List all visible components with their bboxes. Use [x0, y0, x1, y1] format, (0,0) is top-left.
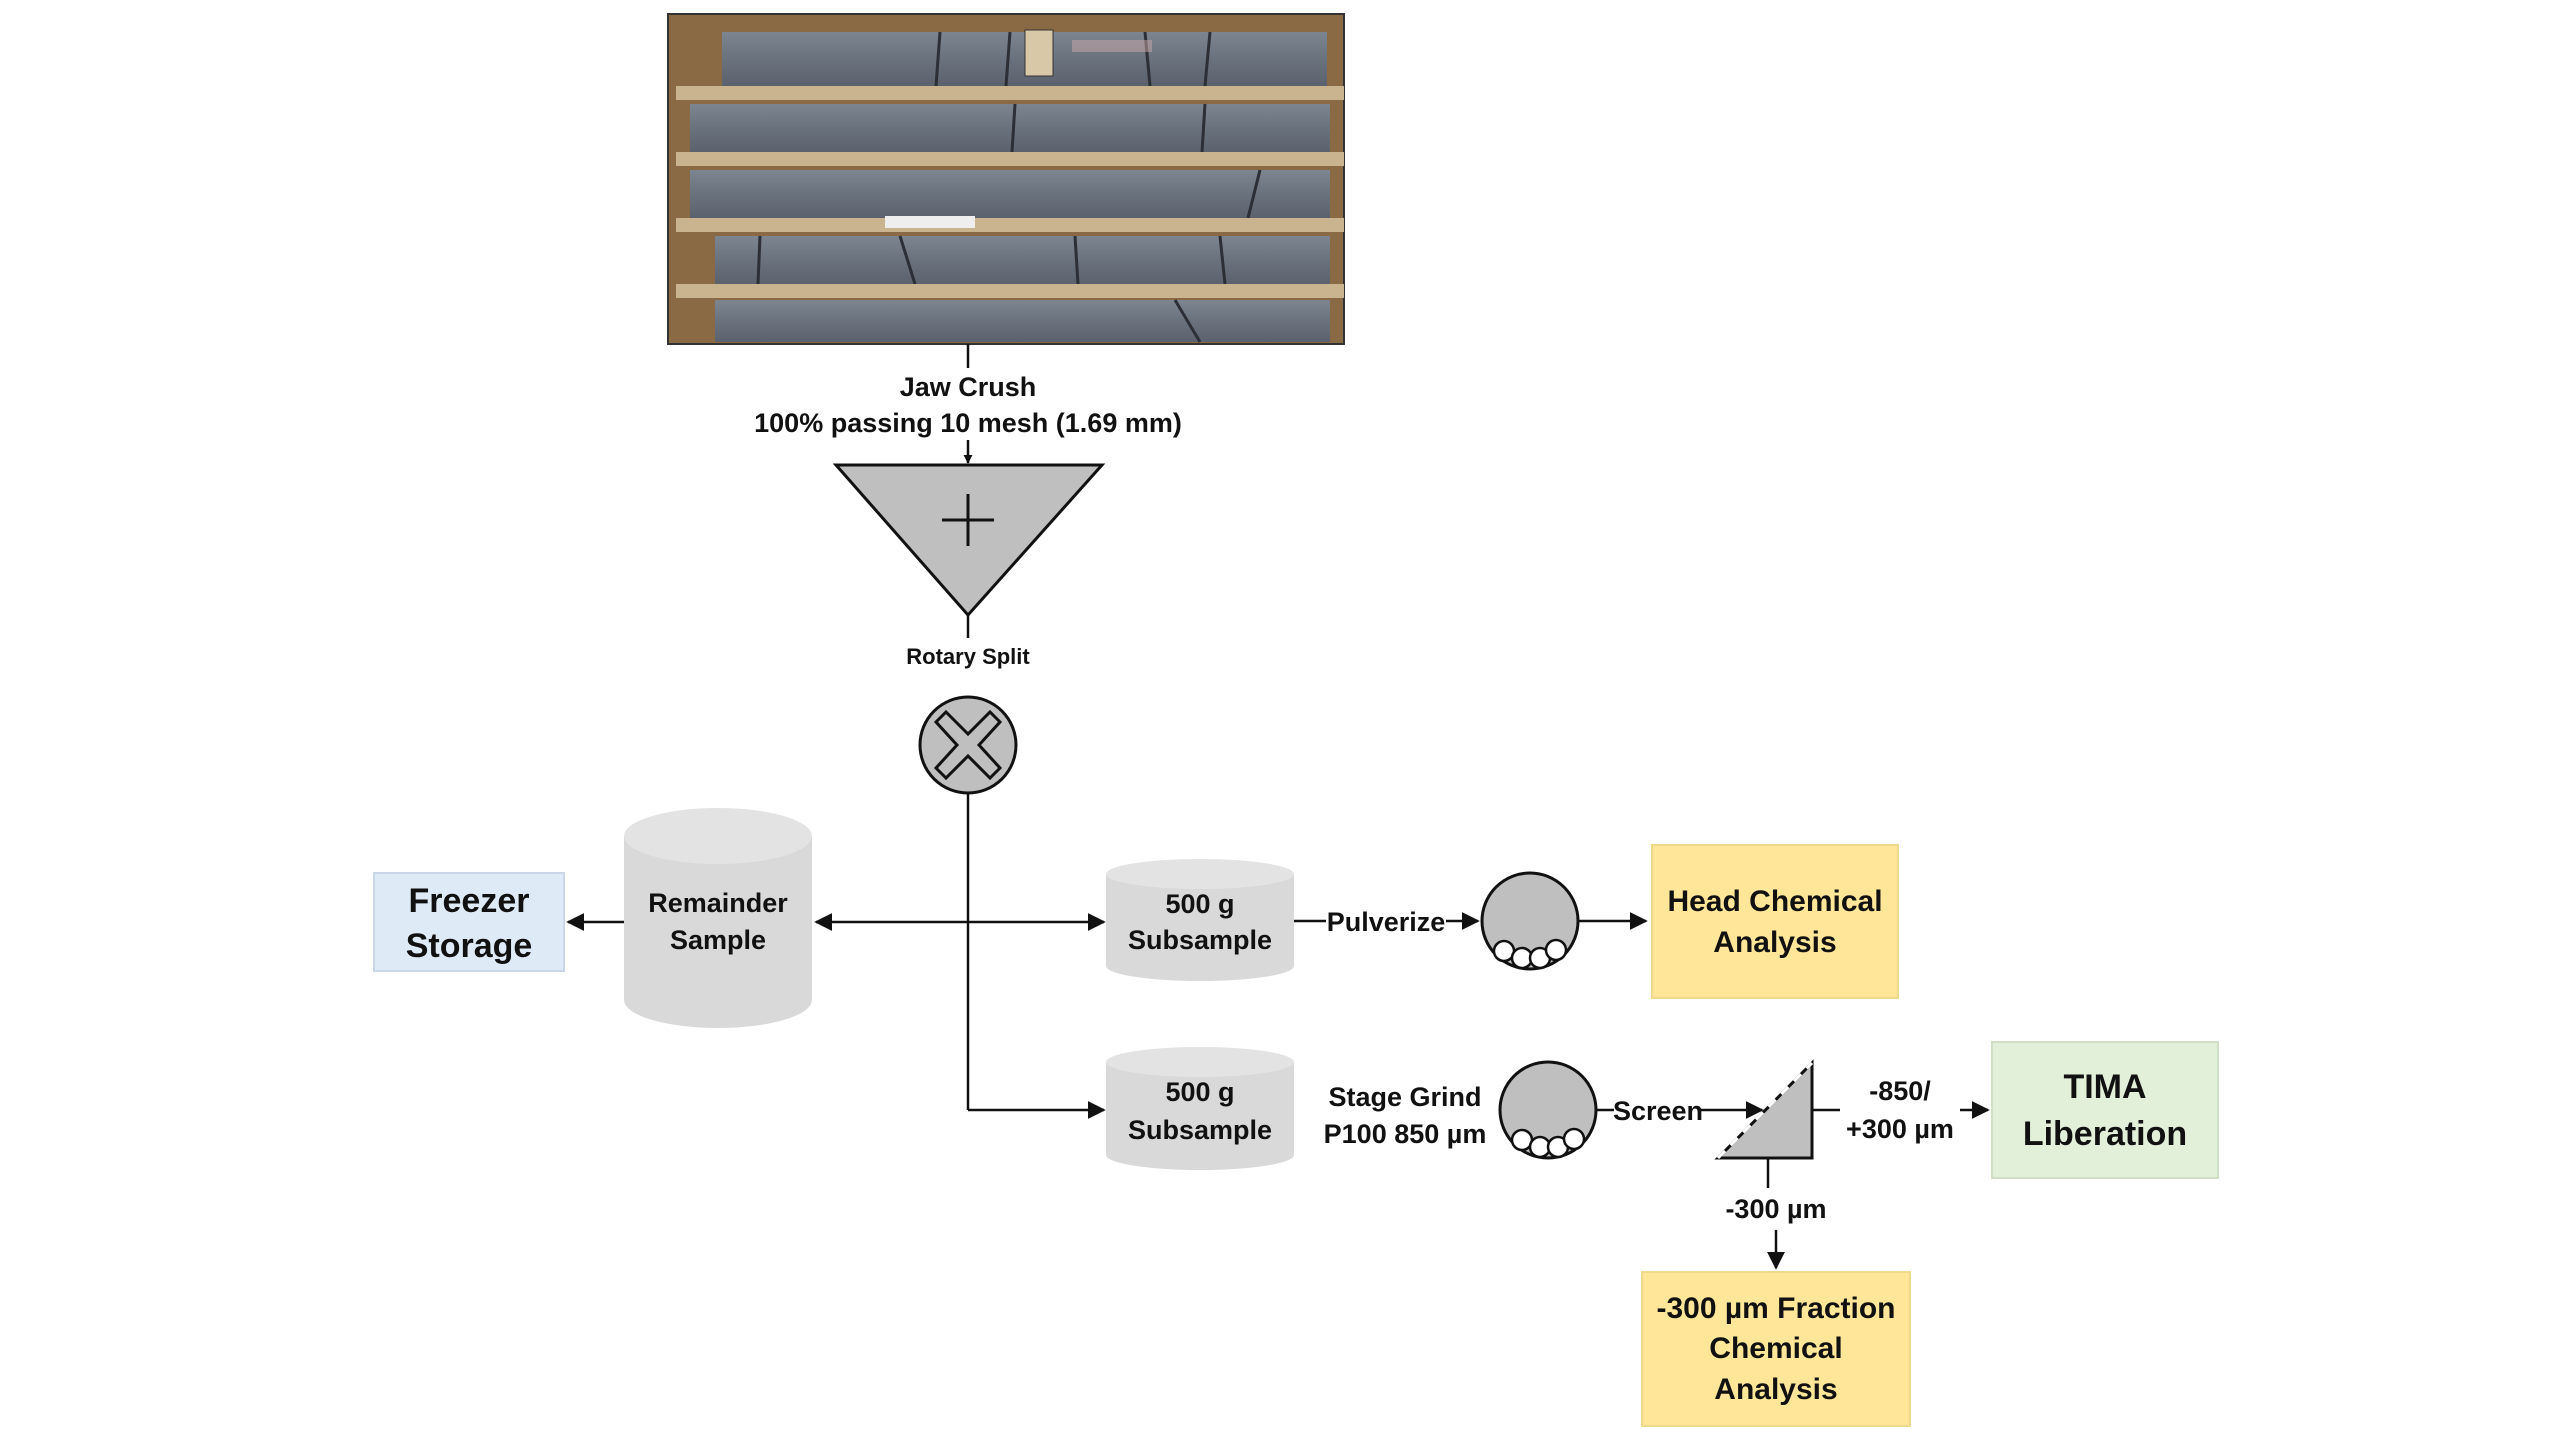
freezer-storage-box: Freezer Storage — [373, 872, 565, 972]
stage-grind-label-2: P100 850 µm — [1324, 1119, 1487, 1149]
screen-label: Screen — [1613, 1096, 1703, 1126]
subsample-bottom-label-1: 500 g — [1165, 1077, 1234, 1107]
freezer-label-1: Freezer — [409, 882, 530, 920]
head-chem-label-2: Analysis — [1713, 926, 1836, 959]
jaw-crush-spec: 100% passing 10 mesh (1.69 mm) — [754, 408, 1182, 438]
subsample-top-label-1: 500 g — [1165, 889, 1234, 919]
core-row — [715, 235, 1330, 285]
pulverizer-mill-symbol — [1480, 871, 1580, 971]
fine-fraction-chemical-analysis-box: -300 µm Fraction Chemical Analysis — [1641, 1271, 1911, 1427]
subsample-bottom-cylinder: 500 g Subsample — [1106, 1047, 1294, 1170]
tima-label-2: Liberation — [2023, 1115, 2187, 1153]
freezer-label-2: Storage — [406, 927, 533, 965]
pulverize-label: Pulverize — [1327, 907, 1446, 937]
head-chem-label-1: Head Chemical — [1667, 885, 1882, 918]
subsample-top-label-2: Subsample — [1128, 925, 1272, 955]
core-row — [690, 169, 1330, 219]
core-row — [715, 299, 1330, 343]
core-row — [690, 103, 1330, 153]
grinding-mill-symbol — [1498, 1060, 1598, 1160]
cone-crusher-symbol — [832, 463, 1106, 618]
fine-chem-label-2: Chemical — [1709, 1332, 1842, 1365]
coarse-fraction-label-2: +300 µm — [1846, 1114, 1954, 1144]
fine-chem-label-1: -300 µm Fraction — [1656, 1292, 1895, 1325]
tima-label-1: TIMA — [2063, 1068, 2146, 1106]
rotary-splitter-symbol — [918, 695, 1018, 795]
remainder-sample-cylinder: Remainder Sample — [624, 808, 812, 1028]
head-chemical-analysis-box: Head Chemical Analysis — [1651, 844, 1899, 999]
subsample-top-cylinder: 500 g Subsample — [1106, 859, 1294, 981]
remainder-label-1: Remainder — [648, 888, 788, 918]
stage-grind-label-1: Stage Grind — [1328, 1082, 1481, 1112]
subsample-bottom-label-2: Subsample — [1128, 1115, 1272, 1145]
remainder-label-2: Sample — [670, 925, 766, 955]
coarse-fraction-label-1: -850/ — [1869, 1076, 1931, 1106]
fine-chem-label-3: Analysis — [1714, 1373, 1837, 1406]
tima-liberation-box: TIMA Liberation — [1991, 1041, 2219, 1179]
rotary-split-label: Rotary Split — [906, 644, 1030, 669]
core-box-photo — [667, 13, 1345, 345]
jaw-crush-label: Jaw Crush — [900, 372, 1037, 402]
core-row — [722, 29, 1327, 87]
fine-fraction-label: -300 µm — [1725, 1194, 1826, 1224]
